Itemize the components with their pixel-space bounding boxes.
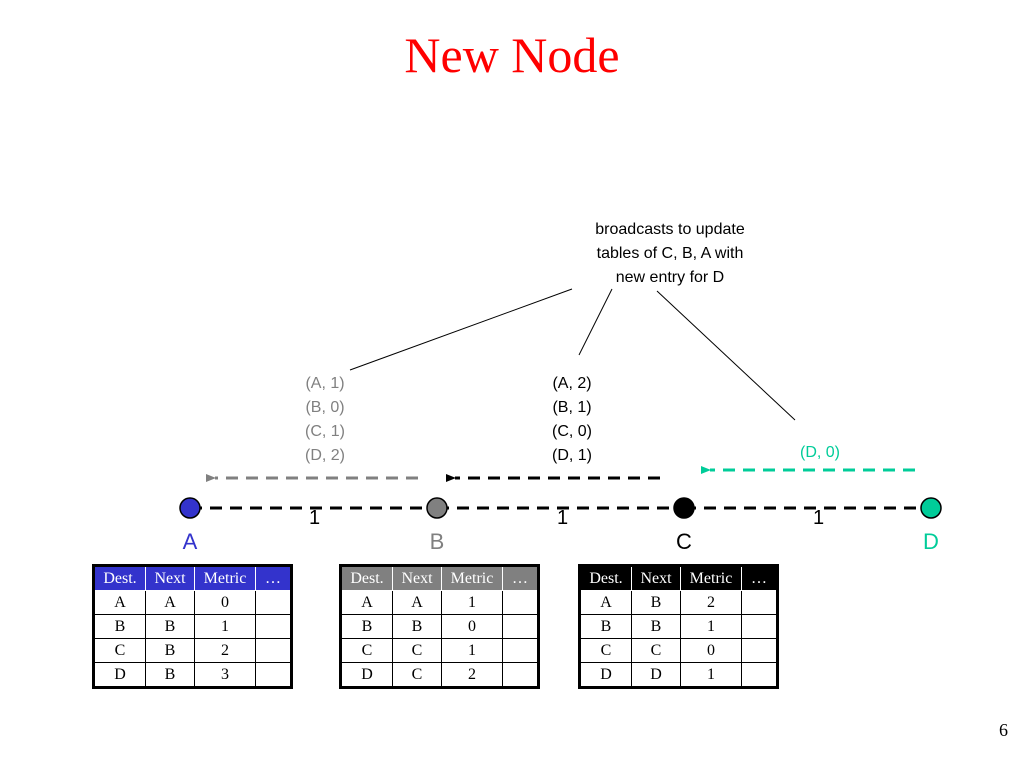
table-header-row: Dest. Next Metric … <box>340 565 539 591</box>
table-header-row: Dest. Next Metric … <box>93 565 292 591</box>
node-label-a: A <box>182 529 198 554</box>
node-a <box>179 497 201 519</box>
node-label-d: D <box>923 529 939 554</box>
slide-title: New Node <box>404 27 620 83</box>
node-b <box>426 497 448 519</box>
message-d-to-c: (D, 0) <box>800 444 840 461</box>
broadcast-caption: broadcasts to update tables of C, B, A w… <box>595 221 745 286</box>
node-c <box>673 497 695 519</box>
node-d <box>920 497 942 519</box>
message-b-to-a: (A, 1) (B, 0) (C, 1) (D, 2) <box>305 375 345 464</box>
node-label-b: B <box>429 529 445 554</box>
table-header-row: Dest. Next Metric … <box>579 565 778 591</box>
link-cost-c-d: 1 <box>813 507 825 529</box>
callout-line-to-a <box>349 288 573 371</box>
node-label-c: C <box>676 529 692 554</box>
page-number: 6 <box>999 720 1008 740</box>
message-c-to-b: (A, 2) (B, 1) (C, 0) (D, 1) <box>552 375 592 464</box>
link-cost-b-c: 1 <box>557 507 569 529</box>
link-cost-a-b: 1 <box>309 507 321 529</box>
callout-line-to-c <box>656 290 796 421</box>
callout-line-to-b <box>578 288 613 356</box>
